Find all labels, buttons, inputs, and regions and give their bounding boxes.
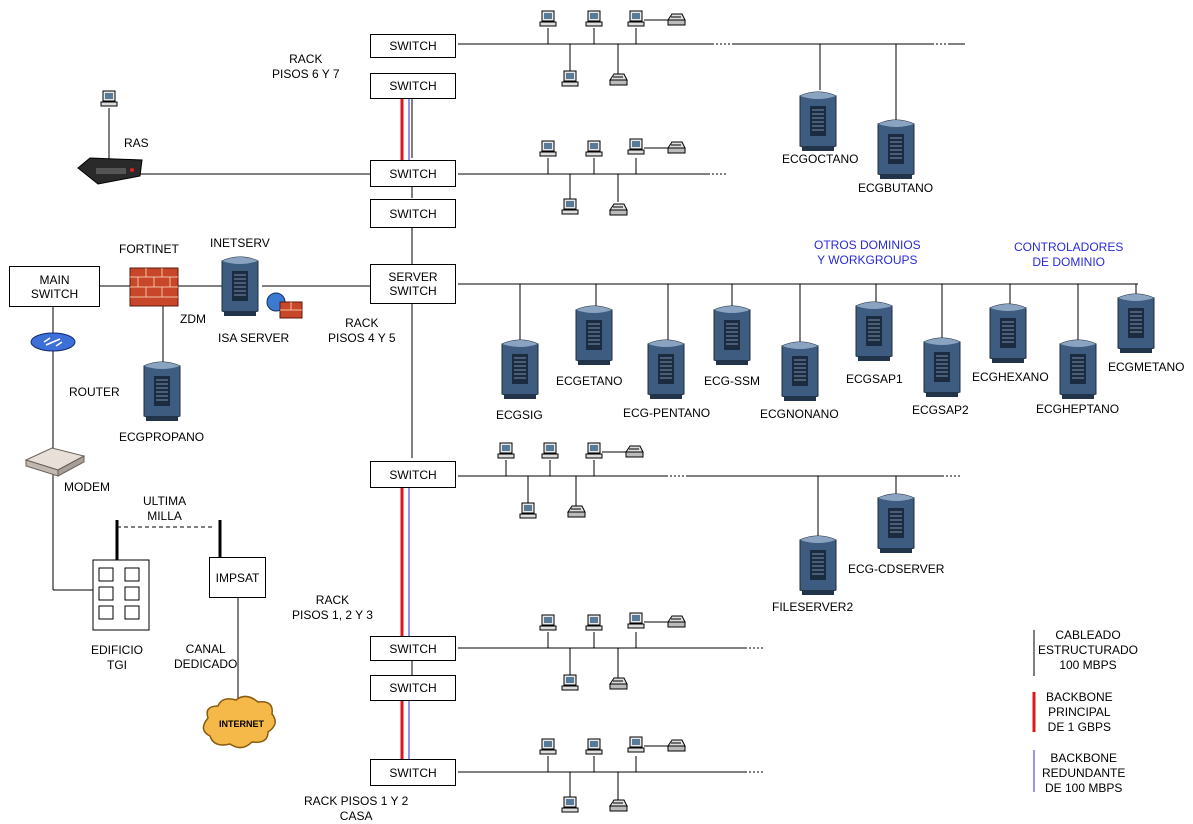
legend-backbone-redundante: BACKBONE REDUNDANTE DE 100 MBPS bbox=[1042, 751, 1126, 795]
router-icon bbox=[30, 332, 76, 352]
isa-firewall-icon bbox=[266, 292, 303, 319]
impsat-box: IMPSAT bbox=[209, 557, 266, 598]
server-label-ecgsap1: ECGSAP1 bbox=[846, 372, 903, 386]
switch-rack45-a: SWITCH bbox=[370, 160, 456, 187]
modem-icon bbox=[24, 447, 86, 477]
server-label-ecgoctano: ECGOCTANO bbox=[782, 152, 859, 166]
switch-rack67-top: SWITCH bbox=[370, 34, 456, 58]
server-label-ecgheptano: ECGHEPTANO bbox=[1036, 402, 1120, 416]
server-label-ecgsig: ECGSIG bbox=[496, 408, 543, 422]
rack-12-label: RACK PISOS 1 Y 2 CASA bbox=[304, 794, 409, 823]
controladores-title: CONTROLADORES DE DOMINIO bbox=[1014, 240, 1124, 269]
rack-123-label: RACK PISOS 1, 2 Y 3 bbox=[292, 593, 373, 622]
internet-label: INTERNET bbox=[219, 719, 264, 729]
server-label-ecg-ssm: ECG-SSM bbox=[704, 374, 761, 388]
rack-67-label: RACK PISOS 6 Y 7 bbox=[272, 52, 340, 81]
firewall-icon bbox=[129, 267, 179, 307]
switch-rack123-b: SWITCH bbox=[370, 636, 456, 661]
switch-rack67-bottom: SWITCH bbox=[370, 73, 456, 99]
router-label: ROUTER bbox=[69, 385, 120, 399]
building-icon bbox=[92, 520, 150, 631]
main-switch: MAIN SWITCH bbox=[9, 266, 100, 307]
server-label-fileserver2: FILESERVER2 bbox=[772, 600, 854, 614]
rack-45-label: RACK PISOS 4 Y 5 bbox=[328, 316, 396, 345]
server-label-ecg-pentano: ECG-PENTANO bbox=[623, 406, 711, 420]
server-label-ecg-cdserver: ECG-CDSERVER bbox=[848, 562, 945, 576]
isa-server-label: ISA SERVER bbox=[218, 331, 290, 345]
server-label-ecgetano: ECGETANO bbox=[556, 374, 623, 388]
server-label-ecgmetano: ECGMETANO bbox=[1108, 360, 1185, 374]
server-switch: SERVER SWITCH bbox=[370, 264, 456, 304]
main-switch-label: MAIN SWITCH bbox=[30, 272, 79, 301]
switch-rack45-b: SWITCH bbox=[370, 199, 456, 228]
server-label-ecgsap2: ECGSAP2 bbox=[912, 403, 969, 417]
internet-cloud-icon bbox=[202, 695, 276, 749]
canal-dedicado-label: CANAL DEDICADO bbox=[174, 642, 238, 671]
ecgpropano-label: ECGPROPANO bbox=[119, 430, 205, 444]
ras-label: RAS bbox=[124, 136, 149, 150]
ras-device-icon bbox=[77, 157, 143, 185]
ultima-milla-label: ULTIMA MILLA bbox=[143, 494, 187, 523]
switch-rack123-a: SWITCH bbox=[370, 461, 456, 488]
otros-dominios-title: OTROS DOMINIOS Y WORKGROUPS bbox=[814, 238, 921, 267]
server-label-ecgbutano: ECGBUTANO bbox=[858, 181, 934, 195]
server-label-ecgnonano: ECGNONANO bbox=[760, 407, 839, 421]
server-tower-icon bbox=[143, 91, 1155, 596]
edificio-tgi-label: EDIFICIO TGI bbox=[91, 643, 144, 672]
legend-cableado: CABLEADO ESTRUCTURADO 100 MBPS bbox=[1038, 628, 1139, 672]
server-label-ecghexano: ECGHEXANO bbox=[972, 370, 1049, 384]
legend-backbone-principal: BACKBONE PRINCIPAL DE 1 GBPS bbox=[1046, 690, 1113, 734]
switch-rack123-c: SWITCH bbox=[370, 675, 456, 701]
zdm-label: ZDM bbox=[180, 312, 206, 326]
fortinet-label: FORTINET bbox=[119, 242, 179, 256]
switch-rack12: SWITCH bbox=[370, 759, 456, 786]
modem-label: MODEM bbox=[64, 480, 110, 494]
server-switch-label: SERVER SWITCH bbox=[388, 270, 438, 298]
inetserv-label: INETSERV bbox=[210, 236, 270, 250]
